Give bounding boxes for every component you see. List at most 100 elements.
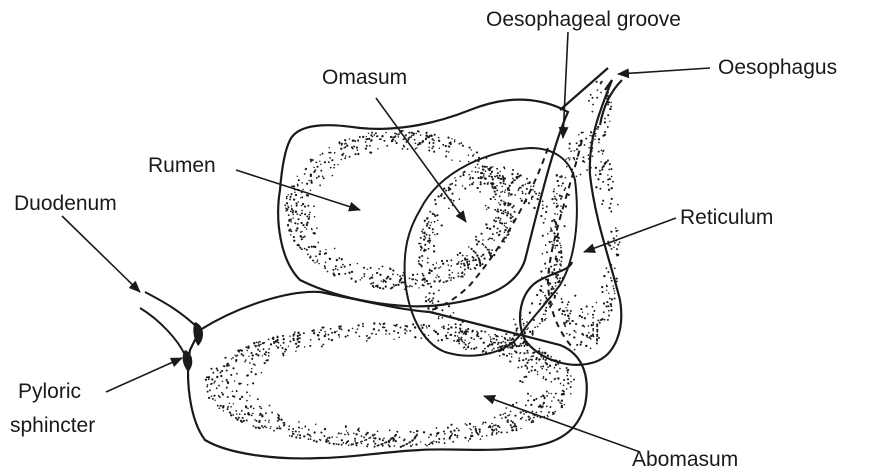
stipple-dot	[382, 281, 384, 283]
stipple-dot	[545, 211, 546, 212]
stipple-dot	[550, 266, 552, 268]
stipple-dot	[296, 338, 298, 340]
stipple-dot	[392, 273, 394, 275]
stipple-dot	[543, 403, 544, 404]
stipple-dot	[592, 97, 594, 99]
stipple-dot	[296, 227, 298, 229]
stipple-dot	[592, 322, 594, 324]
stipple-dot	[554, 359, 556, 361]
stipple-dot	[540, 215, 542, 217]
stipple-dot	[226, 379, 228, 381]
stipple-dot	[535, 398, 537, 400]
stipple-dot	[235, 410, 237, 412]
stipple-dot	[547, 281, 549, 283]
stipple-dot	[506, 222, 508, 224]
stipple-dot	[341, 159, 343, 161]
stipple-dot	[379, 138, 381, 140]
stipple-dot	[617, 244, 619, 246]
stipple-dot	[506, 234, 508, 236]
stipple-dot	[562, 390, 564, 392]
stipple-dot	[282, 335, 284, 337]
stipple-dot	[593, 133, 595, 135]
stipple-dot	[315, 440, 317, 442]
stipple-dot	[504, 338, 506, 340]
stipple-dot	[554, 297, 556, 299]
stipple-dot	[556, 174, 558, 176]
stipple-dot	[523, 324, 524, 325]
stipple-dot	[491, 349, 493, 351]
stipple-dot	[284, 351, 286, 353]
stipple-dot	[469, 184, 471, 186]
stipple-dot	[426, 223, 428, 225]
stipple-dot	[438, 276, 440, 278]
stipple-dot	[425, 137, 427, 139]
stipple-dot	[565, 307, 566, 308]
stipple-dot	[462, 271, 464, 273]
stipple-dot	[492, 178, 494, 180]
stipple-dot	[609, 245, 611, 247]
stipple-dot	[365, 141, 367, 143]
stipple-dot	[438, 267, 440, 269]
stipple-dot	[586, 169, 588, 171]
stipple-dot	[277, 346, 279, 348]
stipple-dot	[313, 245, 315, 247]
stipple-dot	[602, 135, 604, 137]
stipple-dot	[308, 246, 310, 248]
stipple-dot	[509, 337, 511, 339]
stipple-dot	[339, 327, 341, 329]
label-rumen: Rumen	[148, 154, 216, 177]
stipple-dot	[313, 440, 315, 442]
stipple-dot	[309, 216, 311, 218]
stipple-dot	[458, 272, 459, 273]
stipple-dot	[463, 273, 465, 275]
stipple-dot	[461, 331, 463, 333]
stipple-dot	[498, 202, 499, 203]
stipple-dot	[473, 348, 475, 350]
stipple-dot	[510, 220, 512, 222]
stipple-dot	[211, 395, 213, 397]
stipple-dot	[454, 340, 456, 342]
stipple-dot	[542, 235, 544, 237]
stipple-dot	[601, 150, 603, 152]
stipple-dot	[436, 262, 437, 263]
stipple-dot	[465, 329, 467, 331]
stipple-dot	[553, 244, 555, 246]
stipple-dot	[262, 355, 263, 356]
stipple-dot	[418, 243, 420, 245]
stipple-dot	[423, 334, 425, 336]
stipple-dot	[550, 356, 552, 358]
stipple-dot	[451, 277, 453, 279]
stipple-dot	[563, 205, 564, 206]
stipple-dot	[606, 301, 608, 303]
stipple-dot	[486, 166, 488, 168]
stipple-dot	[493, 196, 495, 198]
stipple-dot	[541, 277, 542, 278]
stipple-dot	[340, 433, 342, 435]
stipple-dot	[590, 131, 592, 133]
stipple-dot	[494, 221, 496, 223]
stipple-dot	[344, 146, 346, 148]
stipple-dot	[219, 407, 221, 409]
stipple-dot	[212, 372, 214, 374]
stipple-dot	[592, 324, 594, 326]
stipple-dot	[355, 433, 357, 435]
stipple-dot	[561, 185, 562, 186]
stipple-dot	[371, 333, 373, 335]
stipple-dot	[573, 336, 575, 338]
stipple-dot	[547, 416, 549, 418]
stipple-dot	[385, 132, 387, 134]
stipple-dot	[426, 325, 428, 327]
stipple-dot	[399, 279, 401, 281]
stipple-dot	[290, 193, 292, 195]
stipple-dot	[564, 404, 565, 405]
stipple-dot	[452, 441, 454, 443]
stipple-dot	[540, 356, 542, 358]
stipple-dot	[393, 339, 394, 340]
stipple-dot	[534, 191, 536, 193]
stipple-dot	[540, 300, 542, 302]
stipple-dot	[329, 258, 331, 260]
stipple-dot	[301, 428, 302, 429]
stipple-dot	[221, 370, 223, 372]
stipple-dot	[349, 138, 351, 140]
stipple-dot	[292, 211, 294, 213]
